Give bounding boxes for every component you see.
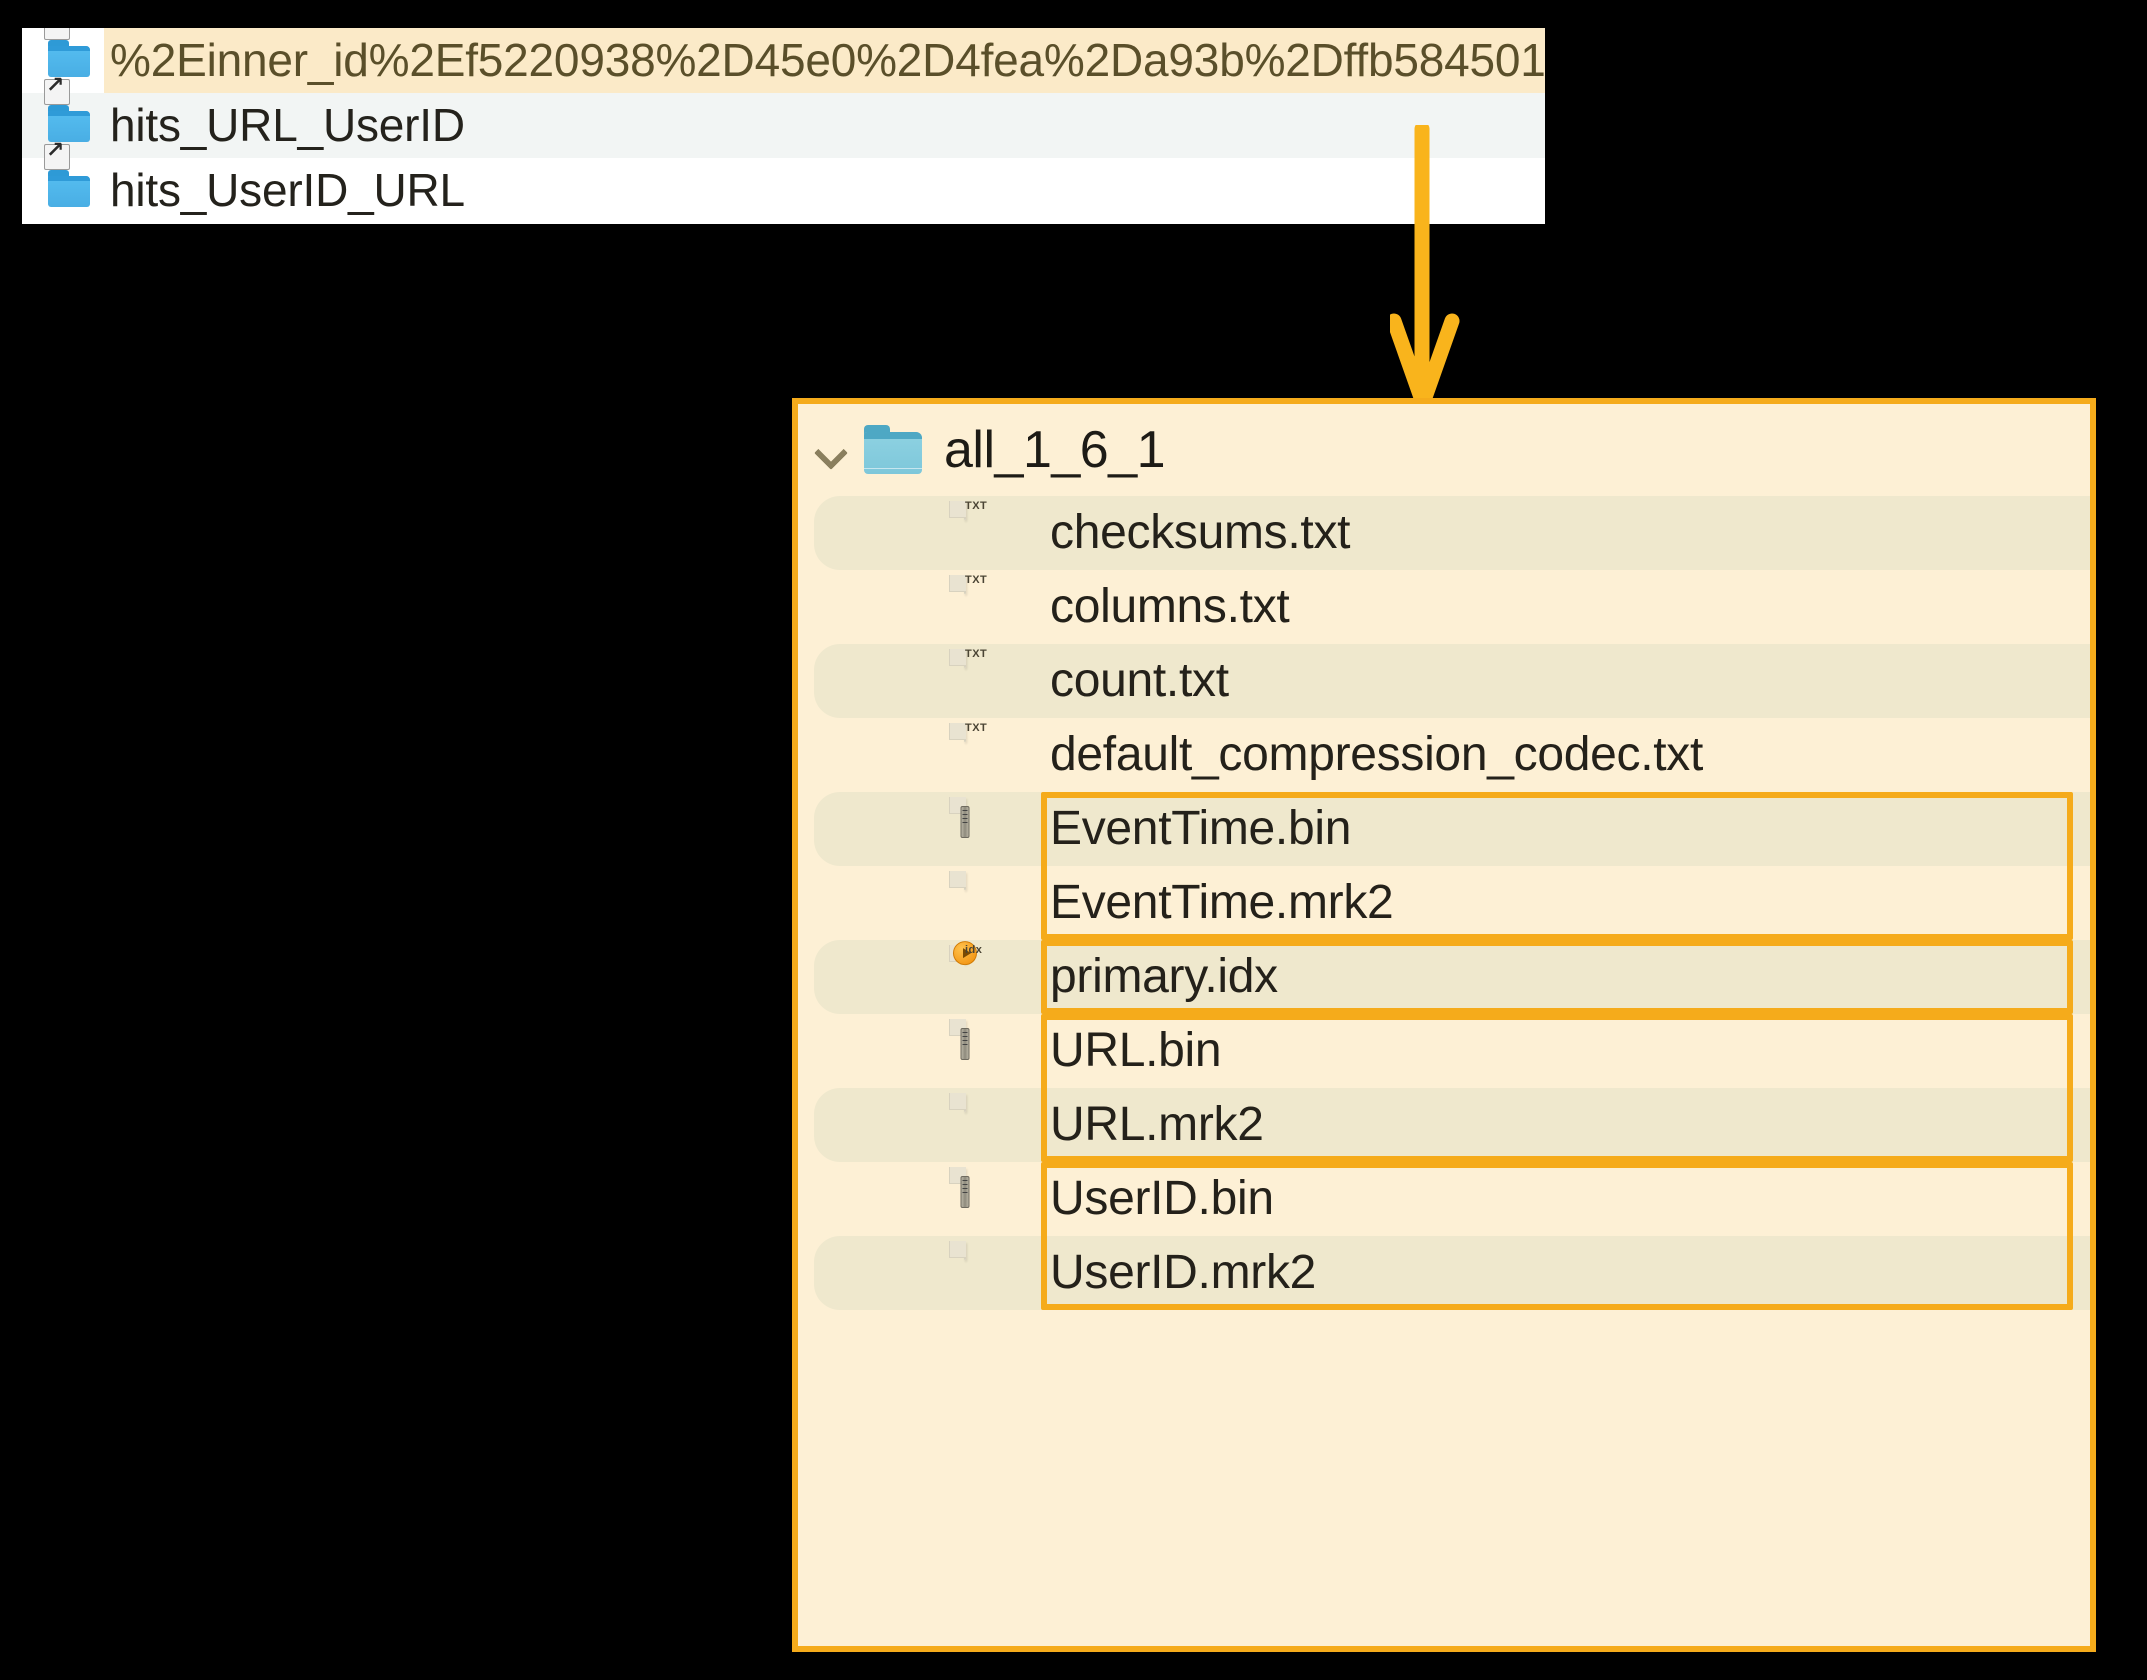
row-stripe [814,496,2090,570]
binary-file-icon [949,797,1016,860]
file-name-label: URL.bin [1050,1024,1222,1077]
list-item-label: hits_UserID_URL [110,164,465,216]
file-name-label: UserID.bin [1050,1172,1274,1225]
page-title: all_1_6_1 [944,421,1166,479]
row-stripe [814,940,2090,1014]
file-row[interactable]: EventTime.bin [798,792,2090,866]
row-stripe [814,792,2090,866]
row-highlight [104,28,1545,93]
binary-file-icon [949,1167,1016,1230]
file-name-label: columns.txt [1050,580,1290,633]
chevron-down-icon[interactable] [812,429,854,471]
down-arrow-icon [1390,125,1460,410]
directory-header-row[interactable]: all_1_6_1 [798,404,2090,496]
list-item-label: %2Einner_id%2Ef5220938%2D45e0%2D4fea%2Da… [110,34,1545,86]
txt-file-icon: TXT [949,500,1016,564]
file-row[interactable]: TXT count.txt [798,644,2090,718]
list-item[interactable]: hits_URL_UserID [22,72,1545,158]
list-item[interactable]: hits_UserID_URL [22,137,1545,223]
folder-symlink-icon [44,72,100,149]
file-name-label: EventTime.mrk2 [1050,876,1394,929]
folder-symlink-icon [44,137,100,214]
file-row[interactable]: URL.mrk2 [798,1088,2090,1162]
row-stripe [814,644,2090,718]
file-row[interactable]: idx primary.idx [798,940,2090,1014]
blank-file-icon [949,871,1016,934]
file-row[interactable]: EventTime.mrk2 [798,866,2090,940]
blank-file-icon [949,1241,1016,1304]
blank-file-icon [949,1093,1016,1156]
file-name-label: URL.mrk2 [1050,1098,1264,1151]
file-row[interactable]: TXT checksums.txt [798,496,2090,570]
txt-file-icon: TXT [949,648,1016,712]
file-row[interactable]: TXT default_compression_codec.txt [798,718,2090,792]
binary-file-icon [949,1019,1016,1082]
list-item[interactable]: %2Einner_id%2Ef5220938%2D45e0%2D4fea%2Da… [22,28,1545,93]
file-row[interactable]: UserID.bin [798,1162,2090,1236]
row-stripe [814,1088,2090,1162]
symlink-directory-list: %2Einner_id%2Ef5220938%2D45e0%2D4fea%2Da… [22,28,1545,224]
file-name-label: UserID.mrk2 [1050,1246,1317,1299]
file-name-label: checksums.txt [1050,506,1351,559]
list-item-label: hits_URL_UserID [110,99,465,151]
file-name-label: count.txt [1050,654,1229,707]
file-row[interactable]: URL.bin [798,1014,2090,1088]
row-stripe [814,1236,2090,1310]
file-name-label: primary.idx [1050,950,1278,1003]
index-file-icon: idx [949,940,1016,1008]
file-row[interactable]: TXT columns.txt [798,570,2090,644]
txt-file-icon: TXT [949,722,1016,786]
file-row[interactable]: UserID.mrk2 [798,1236,2090,1310]
file-name-label: EventTime.bin [1050,802,1352,855]
folder-icon [862,424,926,476]
file-name-label: default_compression_codec.txt [1050,728,1704,781]
txt-file-icon: TXT [949,574,1016,638]
